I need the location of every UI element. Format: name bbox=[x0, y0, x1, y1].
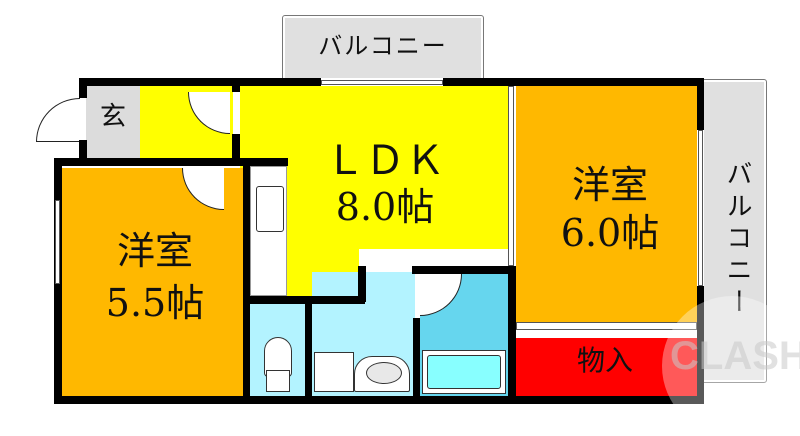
wall-bath-top bbox=[412, 266, 516, 274]
room-western-right bbox=[516, 86, 697, 322]
wall-hall-right bbox=[232, 78, 240, 92]
ldk-size: 8.0帖 bbox=[335, 185, 435, 229]
storage-label: 物入 bbox=[576, 344, 633, 377]
wall-ldk-step bbox=[358, 266, 366, 302]
wall-bottom bbox=[54, 396, 704, 404]
ldk-name: ＬＤＫ bbox=[325, 138, 445, 184]
watermark-text: CLASH bbox=[670, 334, 800, 378]
wall-top-right bbox=[443, 78, 704, 86]
bathtub-basin bbox=[427, 355, 501, 389]
window-western-right bbox=[698, 130, 703, 286]
entrance-label: 玄 bbox=[99, 102, 126, 132]
balcony-right bbox=[701, 79, 767, 383]
entrance-door bbox=[36, 98, 80, 142]
wall-entrance-left bbox=[79, 78, 87, 98]
storage-sliding-door bbox=[516, 322, 697, 330]
wall-wash-right bbox=[413, 318, 420, 404]
wash-basin-bowl bbox=[366, 362, 402, 384]
wall-hall-bottom bbox=[54, 158, 288, 166]
western-left-size: 5.5帖 bbox=[105, 281, 205, 325]
partition-ldk-western bbox=[508, 86, 514, 266]
wall-hall-right-lower bbox=[232, 134, 240, 164]
western-left-name: 洋室 bbox=[116, 229, 193, 273]
window-ldk-top bbox=[321, 80, 443, 85]
western-right-name: 洋室 bbox=[571, 163, 648, 207]
balcony-top bbox=[282, 15, 484, 81]
window-western-left bbox=[55, 200, 60, 284]
balcony-right-label: バルコニー bbox=[722, 160, 752, 320]
watermark-circle bbox=[662, 296, 800, 436]
wall-bath-right bbox=[508, 266, 516, 404]
wall-right-top bbox=[697, 78, 704, 130]
toilet-tank bbox=[266, 370, 290, 392]
balcony-top-label: バルコニー bbox=[318, 32, 448, 60]
wall-top-left bbox=[79, 78, 321, 86]
washing-machine bbox=[314, 352, 354, 392]
storage bbox=[516, 338, 697, 396]
western-right-size: 6.0帖 bbox=[560, 211, 660, 255]
wall-toilet-right bbox=[305, 296, 312, 404]
entrance bbox=[86, 86, 140, 158]
wall-entrance-left-lower bbox=[79, 140, 87, 166]
wall-western-left-right bbox=[243, 166, 250, 404]
wall-right-bottom bbox=[697, 286, 704, 404]
sink-counter bbox=[256, 186, 284, 232]
